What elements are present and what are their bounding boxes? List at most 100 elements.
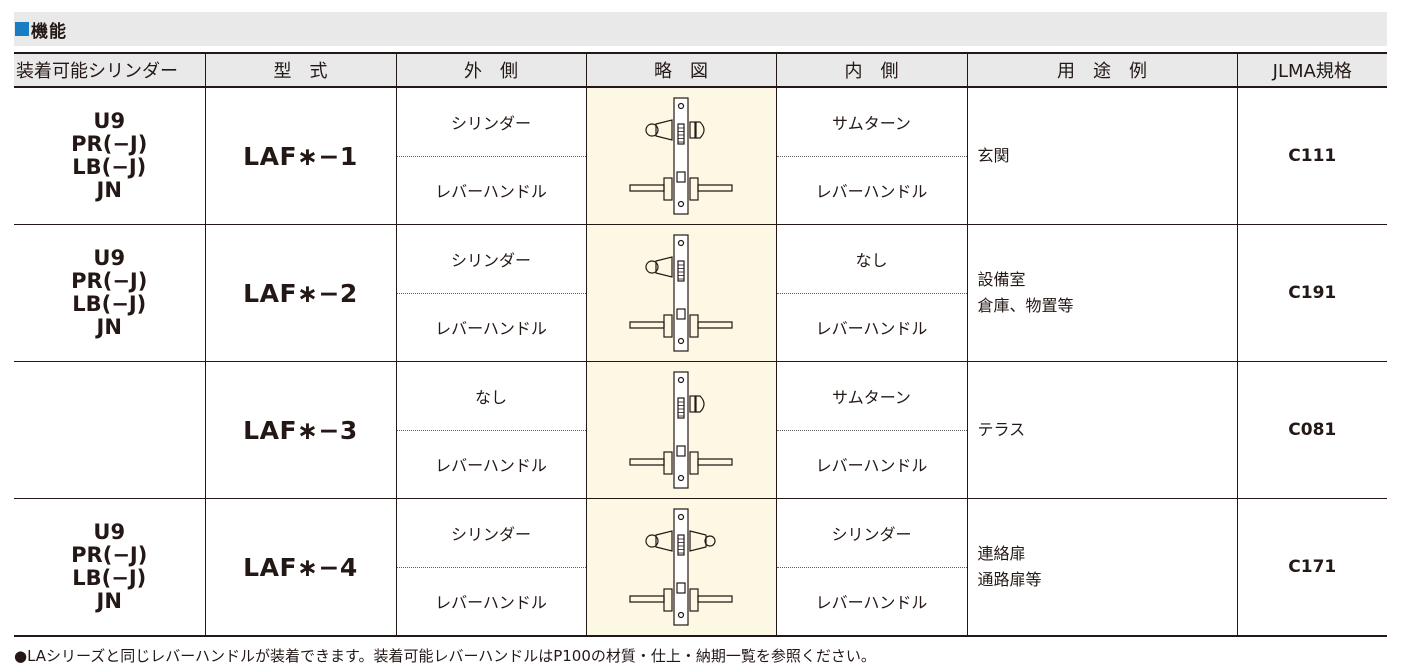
inner-top-label: シリンダー <box>776 499 967 568</box>
outer-top-label: シリンダー <box>396 88 586 157</box>
cylinder-name: JN <box>96 315 122 339</box>
inner-top-label: なし <box>776 225 967 294</box>
thumbturn-base <box>689 121 696 139</box>
thumbturn-base <box>689 395 696 413</box>
outer-cell: シリンダー レバーハンドル <box>395 498 586 637</box>
cylinder-icon <box>655 119 673 141</box>
inner-lever-rose <box>689 451 699 475</box>
screw-hole-top <box>677 513 685 521</box>
diagram-cell <box>585 498 776 637</box>
inner-cell: シリンダー レバーハンドル <box>775 498 967 637</box>
inner-bottom-label: レバーハンドル <box>815 182 928 202</box>
header-outer: 外 側 <box>395 52 586 88</box>
inner-bottom-label: レバーハンドル <box>815 456 928 476</box>
cylinder-name: U9 <box>93 246 126 270</box>
screw-hole-top <box>677 102 685 110</box>
key-head-icon <box>645 534 659 548</box>
screw-hole-bottom <box>677 337 685 345</box>
outer-cell: シリンダー レバーハンドル <box>395 224 586 362</box>
door-plate <box>673 97 689 215</box>
outer-cell: シリンダー レバーハンドル <box>395 87 586 225</box>
outer-bottom-label: レバーハンドル <box>435 182 547 202</box>
jlma-cell: C191 <box>1236 224 1387 362</box>
outer-lever <box>629 321 665 329</box>
door-plate <box>673 508 689 626</box>
cylinder-name: JN <box>96 589 122 613</box>
usage-item: テラス <box>977 420 1026 439</box>
cylinder-icon <box>655 530 673 552</box>
usage-cell: 設備室倉庫、物置等 <box>966 224 1237 362</box>
model-cell: LAF∗−2 <box>204 224 396 362</box>
cylinder-name: PR(−J) <box>71 269 148 293</box>
cylinder-name: U9 <box>93 109 126 133</box>
outer-lever <box>629 184 665 192</box>
header-inner: 内 側 <box>775 52 967 88</box>
outer-top-label: シリンダー <box>396 499 586 568</box>
usage-cell: 連絡扉通路扉等 <box>966 498 1237 637</box>
outer-bottom-label: レバーハンドル <box>435 593 547 613</box>
outer-lever-rose <box>663 451 673 475</box>
cylinder-name: PR(−J) <box>71 132 148 156</box>
diagram-cell <box>585 87 776 225</box>
inner-bottom-label: レバーハンドル <box>815 319 928 339</box>
cylinder-name: U9 <box>93 520 126 544</box>
function-table: 装着可能シリンダー 型 式 外 側 略 図 内 側 用 途 例 JLMA規格 U… <box>14 52 1387 637</box>
cylinder-name: JN <box>96 178 122 202</box>
outer-bottom-label: レバーハンドル <box>435 319 547 339</box>
model-cell: LAF∗−4 <box>204 498 396 637</box>
cylinder-name: LB(−J) <box>72 155 147 179</box>
usage-item: 通路扉等 <box>977 570 1042 589</box>
deadbolt <box>677 260 685 282</box>
screw-hole-top <box>677 239 685 247</box>
lock-diagram <box>629 234 733 352</box>
inner-lever <box>697 321 733 329</box>
screw-hole-bottom <box>677 474 685 482</box>
model-cell: LAF∗−1 <box>204 87 396 225</box>
table-header-row: 装着可能シリンダー 型 式 外 側 略 図 内 側 用 途 例 JLMA規格 <box>14 52 1387 88</box>
inner-cell: なし レバーハンドル <box>775 224 967 362</box>
usage-item: 倉庫、物置等 <box>977 296 1074 315</box>
cylinder-icon <box>655 256 673 278</box>
latch <box>676 308 686 320</box>
inner-top-label: サムターン <box>776 362 967 431</box>
outer-cell: なし レバーハンドル <box>395 361 586 499</box>
thumbturn-icon <box>695 121 705 139</box>
door-plate <box>673 234 689 352</box>
section-header: 機能 <box>14 12 1387 46</box>
outer-lever <box>629 595 665 603</box>
outer-lever <box>629 458 665 466</box>
diagram-cell <box>585 361 776 499</box>
outer-top-label: シリンダー <box>396 225 586 294</box>
outer-bottom-label: レバーハンドル <box>435 456 547 476</box>
lock-diagram <box>629 97 733 215</box>
deadbolt <box>677 397 685 419</box>
inner-lever <box>697 458 733 466</box>
cylinder-name: LB(−J) <box>72 292 147 316</box>
inner-key-head-icon <box>704 535 716 547</box>
jlma-cell: C081 <box>1236 361 1387 499</box>
cylinder-name: LB(−J) <box>72 566 147 590</box>
header-jlma: JLMA規格 <box>1236 52 1387 88</box>
inner-cell: サムターン レバーハンドル <box>775 361 967 499</box>
header-cylinder: 装着可能シリンダー <box>14 52 205 88</box>
inner-bottom-label: レバーハンドル <box>815 593 928 613</box>
thumbturn-icon <box>695 395 705 413</box>
door-plate <box>673 371 689 489</box>
footnote: ●LAシリーズと同じレバーハンドルが装着できます。装着可能レバーハンドルはP10… <box>14 647 876 665</box>
header-usage: 用 途 例 <box>966 52 1237 88</box>
inner-top-label: サムターン <box>776 88 967 157</box>
screw-hole-bottom <box>677 611 685 619</box>
screw-hole-top <box>677 376 685 384</box>
outer-lever-rose <box>663 314 673 338</box>
jlma-cell: C171 <box>1236 498 1387 637</box>
inner-lever-rose <box>689 314 699 338</box>
section-title: 機能 <box>31 21 67 42</box>
latch <box>676 582 686 594</box>
jlma-cell: C111 <box>1236 87 1387 225</box>
outer-top-label: なし <box>396 362 586 431</box>
